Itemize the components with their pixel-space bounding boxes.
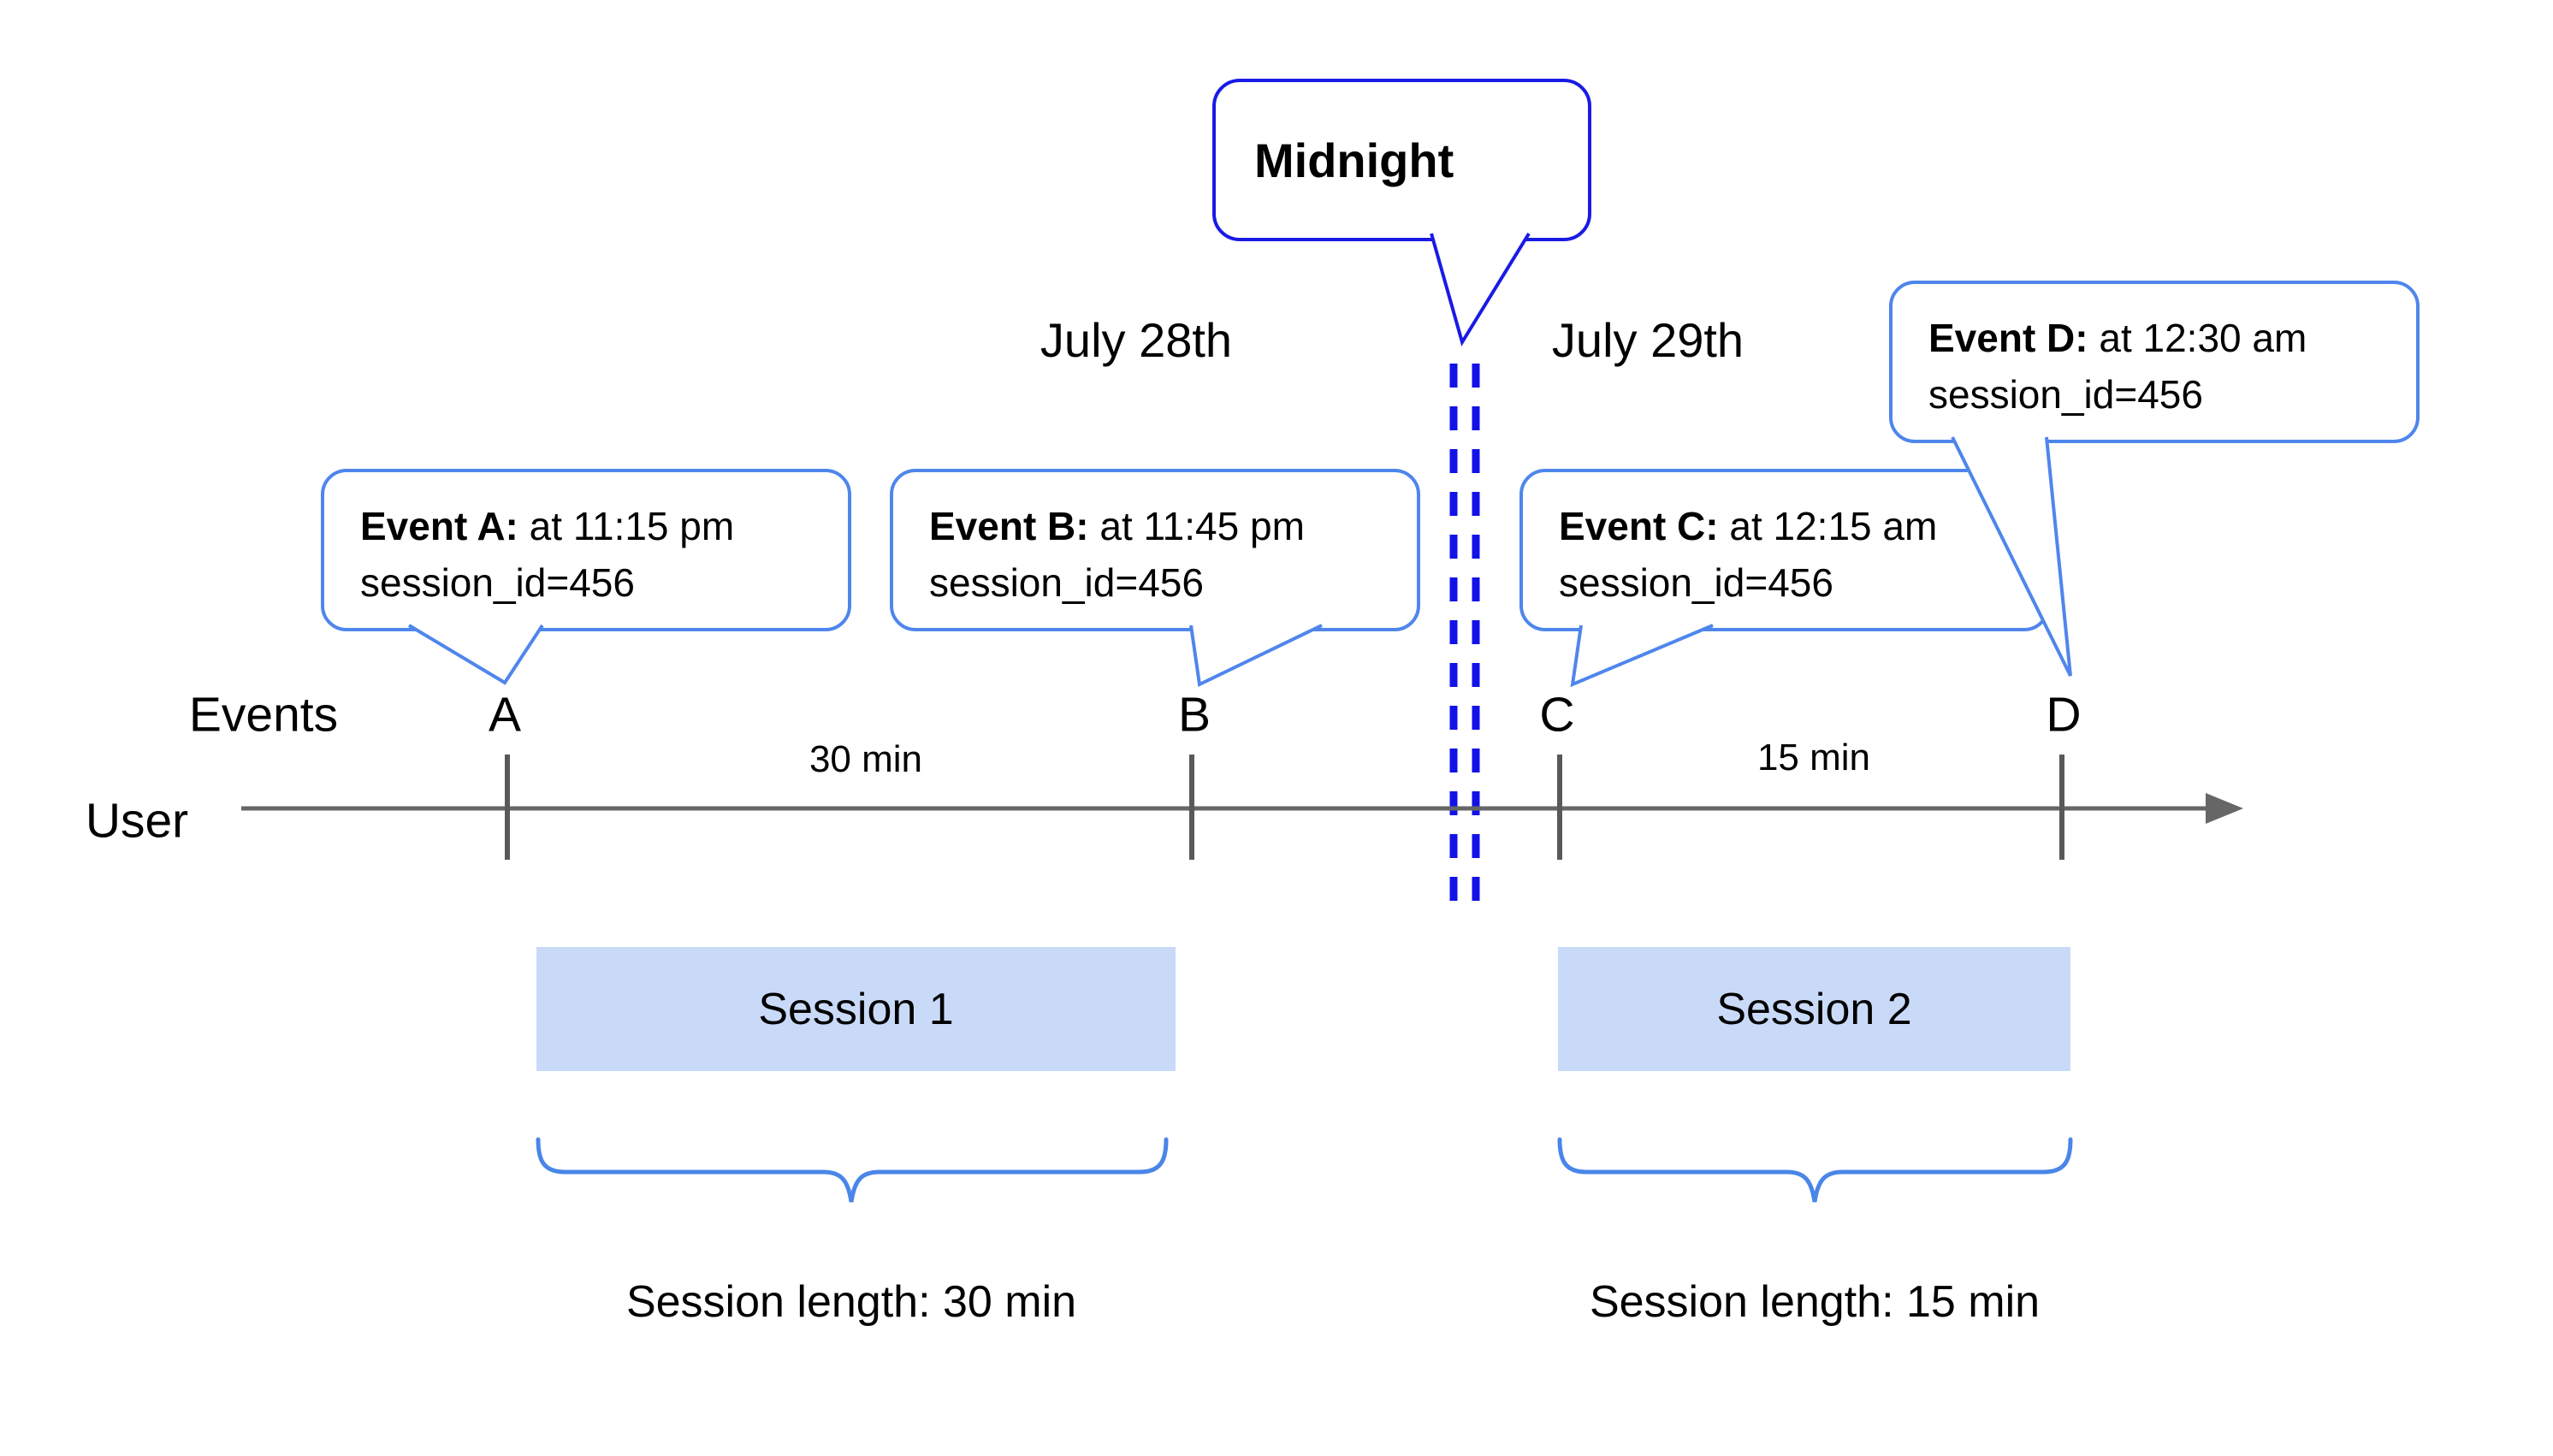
session-1-length-label: Session length: 30 min	[625, 1277, 1077, 1327]
event-b-callout: Event B: at 11:45 pm session_id=456	[890, 469, 1420, 631]
event-d-callout: Event D: at 12:30 am session_id=456	[1889, 281, 2420, 443]
event-c-callout: Event C: at 12:15 am session_id=456	[1519, 469, 2050, 631]
session-1-box: Session 1	[536, 947, 1176, 1071]
event-c-time: at 12:15 am	[1718, 504, 1938, 548]
midnight-bubble-tail	[1430, 232, 1531, 346]
midnight-label: Midnight	[1254, 133, 1454, 187]
event-a-time: at 11:15 pm	[518, 504, 735, 548]
session-1-brace	[536, 1137, 1169, 1203]
event-d-name: Event D:	[1928, 316, 2088, 360]
event-b-name: Event B:	[929, 504, 1089, 548]
session-1-label: Session 1	[758, 984, 954, 1034]
event-b-session: session_id=456	[929, 560, 1204, 605]
timeline-arrowhead	[2206, 793, 2243, 824]
session-2-length-label: Session length: 15 min	[1589, 1277, 2041, 1327]
tick-label-c: C	[1539, 687, 1575, 743]
event-a-name: Event A:	[360, 504, 518, 548]
tick-label-a: A	[488, 687, 522, 743]
event-b-tail	[1189, 624, 1323, 687]
event-a-callout: Event A: at 11:15 pm session_id=456	[321, 469, 851, 631]
interval-30min-label: 30 min	[809, 738, 923, 780]
event-d-session: session_id=456	[1928, 372, 2203, 417]
event-a-session: session_id=456	[360, 560, 635, 605]
events-axis-label: Events	[188, 687, 339, 743]
session-2-label: Session 2	[1716, 984, 1912, 1034]
session-2-box: Session 2	[1558, 947, 2070, 1071]
event-c-name: Event C:	[1559, 504, 1719, 548]
event-c-session: session_id=456	[1559, 560, 1833, 605]
tick-label-d: D	[2046, 687, 2082, 743]
event-b-line1: Event B: at 11:45 pm	[929, 498, 1391, 554]
tick-label-b: B	[1177, 687, 1211, 743]
midnight-bubble: Midnight	[1212, 79, 1591, 241]
interval-15min-label: 15 min	[1756, 737, 1871, 778]
event-c-line1: Event C: at 12:15 am	[1559, 498, 2021, 554]
event-d-line1: Event D: at 12:30 am	[1928, 310, 2390, 366]
session-2-brace	[1557, 1137, 2073, 1203]
event-a-tail	[407, 624, 544, 685]
user-axis-label: User	[85, 793, 189, 849]
date-label-july-28: July 28th	[1040, 313, 1233, 367]
event-b-time: at 11:45 pm	[1088, 504, 1305, 548]
event-d-time: at 12:30 am	[2088, 316, 2307, 360]
date-label-july-29: July 29th	[1551, 313, 1744, 367]
event-c-tail	[1570, 624, 1714, 688]
event-a-line1: Event A: at 11:15 pm	[360, 498, 822, 554]
